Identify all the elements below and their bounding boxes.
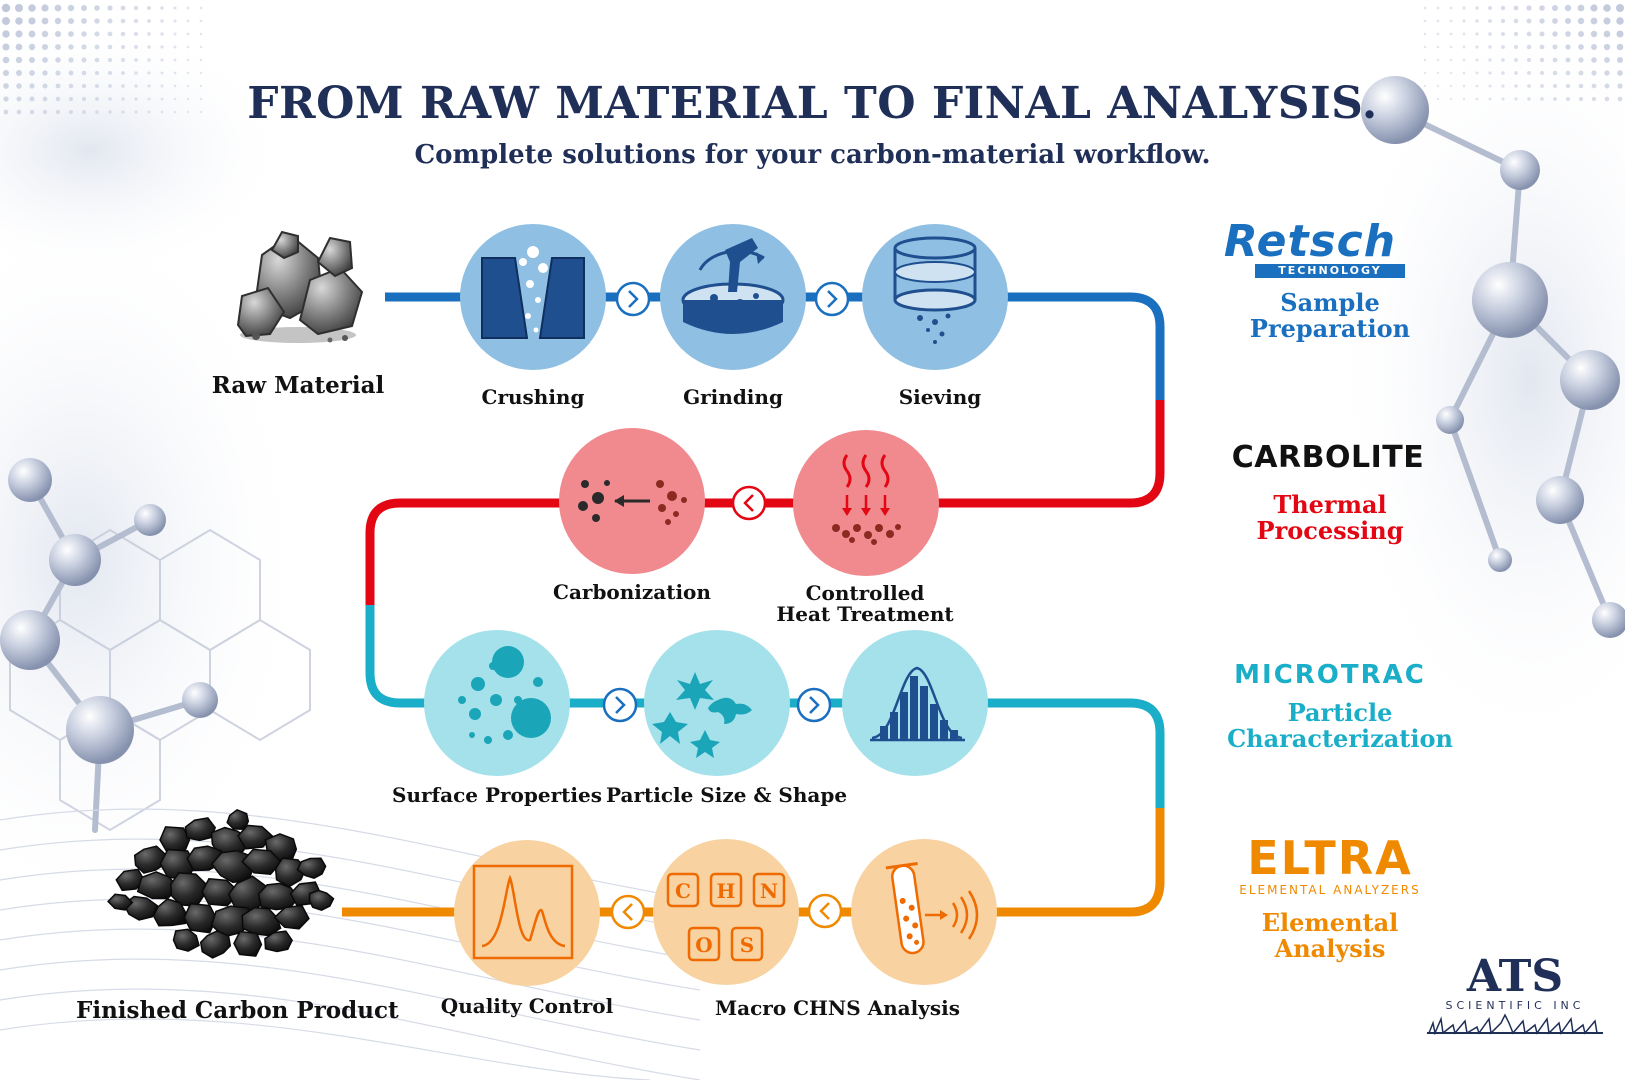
- ats-spectrum-icon: [1427, 1013, 1603, 1035]
- step-sieving-icon: [862, 224, 1008, 370]
- arrow-right-icon: [814, 281, 850, 317]
- ats-logo-text: ATS: [1466, 951, 1564, 1002]
- label-grinding: Grinding: [683, 385, 783, 409]
- category-line: Characterization: [1227, 724, 1453, 753]
- retsch-logo-text: Retsch: [1223, 216, 1397, 267]
- carbon-chunk: [241, 848, 283, 875]
- step-test-tube-icon: [851, 839, 997, 985]
- label-carbonization: Carbonization: [553, 580, 711, 604]
- carbon-chunk: [296, 857, 327, 880]
- step-carbonization-icon: [559, 428, 705, 574]
- arrow-right-icon: [615, 281, 651, 317]
- carbon-chunk: [107, 893, 134, 911]
- category-elemental-analysis: Elemental Analysis: [1220, 910, 1440, 962]
- chns-letter-c: C: [675, 879, 691, 903]
- category-thermal-processing: Thermal Processing: [1220, 492, 1440, 544]
- step-quality-control-icon: [454, 840, 600, 986]
- path-blue: [385, 292, 1165, 400]
- label-particle-size-shape: Particle Size & Shape: [606, 783, 848, 807]
- step-chns-icon: C H N O S: [653, 839, 799, 985]
- arrow-left-icon: [610, 894, 646, 930]
- ats-logo: ATS SCIENTIFIC INC: [1420, 955, 1610, 1035]
- category-line: Sample: [1280, 288, 1380, 317]
- carbolite-logo-text: CARBOLITE: [1231, 440, 1425, 475]
- label-finished-product: Finished Carbon Product: [76, 997, 399, 1024]
- label-controlled: Controlled: [805, 581, 925, 605]
- carbon-chunk: [159, 826, 191, 854]
- step-heat-treatment-icon: [793, 430, 939, 576]
- eltra-logo-sub: ELEMENTAL ANALYZERS: [1239, 883, 1421, 897]
- label-crushing: Crushing: [481, 385, 585, 409]
- chns-letter-o: O: [695, 933, 712, 957]
- step-particle-size-shape-icon: [644, 630, 790, 776]
- step-grinding-icon: [660, 224, 806, 370]
- label-surface-properties: Surface Properties: [392, 783, 602, 807]
- carbon-chunk: [115, 868, 146, 892]
- carbon-chunk: [273, 904, 310, 930]
- retsch-logo: Retsch TECHNOLOGY: [1200, 220, 1420, 280]
- page-subtitle: Complete solutions for your carbon-mater…: [414, 140, 1211, 170]
- carbon-chunk: [152, 898, 187, 927]
- carbon-chunk: [133, 845, 167, 874]
- carbolite-logo: CARBOLITE: [1228, 440, 1428, 475]
- dot-pattern-right: [1423, 4, 1624, 102]
- chns-letter-s: S: [740, 933, 754, 957]
- step-crushing-icon: [460, 224, 606, 370]
- carbon-chunk: [183, 902, 218, 934]
- carbon-chunk: [308, 889, 335, 912]
- label-sieving: Sieving: [898, 385, 982, 409]
- carbon-chunk: [241, 906, 282, 937]
- eltra-logo-text: ELTRA: [1247, 831, 1413, 885]
- ats-logo-sub: SCIENTIFIC INC: [1445, 999, 1585, 1012]
- arrow-right-icon: [796, 687, 832, 723]
- raw-material-image: [236, 230, 364, 343]
- retsch-logo-sub: TECHNOLOGY: [1255, 264, 1405, 278]
- label-heat-treatment: Heat Treatment: [776, 602, 954, 626]
- label-quality-control: Quality Control: [440, 994, 614, 1018]
- carbon-chunk: [226, 808, 250, 830]
- dot-pattern-left: [1, 3, 203, 115]
- microtrac-logo: MICROTRAC: [1215, 660, 1445, 690]
- category-line: Particle: [1287, 698, 1393, 727]
- eltra-logo: ELTRA ELEMENTAL ANALYZERS: [1220, 835, 1440, 897]
- arrow-right-icon: [602, 687, 638, 723]
- microtrac-logo-text: MICROTRAC: [1234, 660, 1426, 690]
- arrow-left-icon: [807, 893, 843, 929]
- chns-letter-h: H: [717, 879, 736, 903]
- category-line: Analysis: [1274, 934, 1386, 963]
- category-line: Elemental: [1261, 908, 1399, 937]
- arrow-left-icon: [731, 485, 767, 521]
- label-raw-material: Raw Material: [211, 372, 385, 399]
- step-surface-properties-icon: [424, 630, 570, 776]
- category-line: Thermal: [1273, 490, 1387, 519]
- page-title: FROM RAW MATERIAL TO FINAL ANALYSIS.: [247, 78, 1378, 129]
- carbon-chunk: [233, 930, 263, 957]
- carbon-chunk: [237, 824, 274, 850]
- carbon-chunk: [199, 930, 232, 959]
- carbon-chunk: [172, 928, 200, 952]
- label-macro-chns: Macro CHNS Analysis: [715, 996, 960, 1020]
- carbon-chunk: [184, 817, 217, 842]
- finished-carbon-image: [107, 808, 335, 959]
- carbon-chunk: [264, 930, 293, 953]
- chns-letter-n: N: [760, 879, 778, 903]
- category-particle-characterization: Particle Characterization: [1220, 700, 1460, 752]
- category-line: Preparation: [1249, 314, 1411, 343]
- step-distribution-icon: [842, 630, 988, 776]
- path-orange: [342, 808, 1165, 917]
- category-sample-preparation: Sample Preparation: [1220, 290, 1440, 342]
- category-line: Processing: [1256, 516, 1404, 545]
